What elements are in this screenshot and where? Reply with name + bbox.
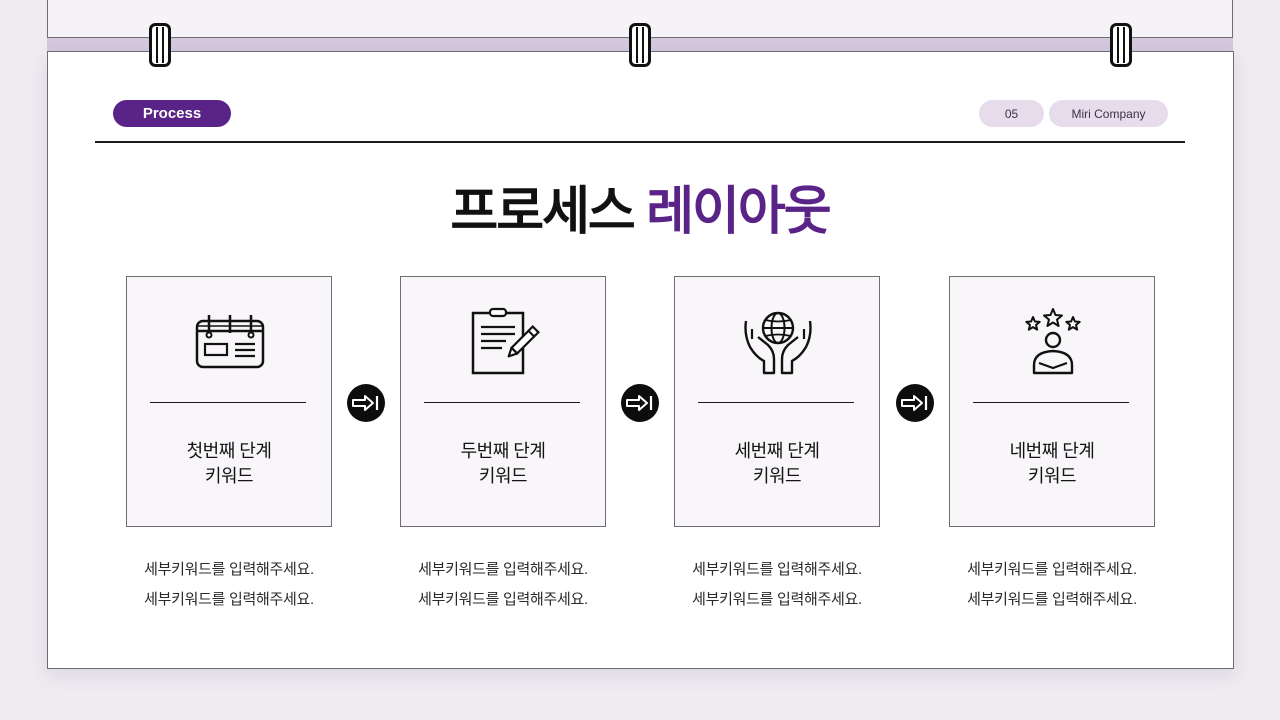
step-card-4: 네번째 단계 키워드: [949, 276, 1155, 527]
description-line: 세부키워드를 입력해주세요.: [692, 591, 862, 608]
binder-ring-icon: [1110, 23, 1132, 67]
step-title: 네번째 단계: [1009, 441, 1095, 461]
clipboard-pen-icon: [471, 307, 540, 375]
description-line: 세부키워드를 입력해주세요.: [692, 561, 862, 578]
description-line: 세부키워드를 입력해주세요.: [967, 561, 1137, 578]
step-card-2: 두번째 단계 키워드: [400, 276, 606, 527]
card-divider: [424, 402, 580, 403]
card-divider: [698, 402, 854, 403]
arrow-right-icon: [626, 395, 653, 411]
step-title: 두번째 단계: [460, 441, 546, 461]
step-keyword: 키워드: [204, 466, 254, 486]
header-divider: [95, 141, 1185, 143]
step-keyword: 키워드: [752, 466, 802, 486]
step-description-2: 세부키워드를 입력해주세요. 세부키워드를 입력해주세요.: [383, 555, 623, 615]
arrow-right-icon: [901, 395, 928, 411]
step-arrow-3: [896, 384, 934, 422]
step-description-3: 세부키워드를 입력해주세요. 세부키워드를 입력해주세요.: [657, 555, 897, 615]
step-label: 세번째 단계 키워드: [675, 439, 879, 489]
description-line: 세부키워드를 입력해주세요.: [967, 591, 1137, 608]
description-line: 세부키워드를 입력해주세요.: [418, 561, 588, 578]
step-keyword: 키워드: [1027, 466, 1077, 486]
card-divider: [973, 402, 1129, 403]
description-line: 세부키워드를 입력해주세요.: [144, 591, 314, 608]
step-label: 네번째 단계 키워드: [950, 439, 1154, 489]
step-title: 첫번째 단계: [186, 441, 272, 461]
step-keyword: 키워드: [478, 466, 528, 486]
title-part-accent: 레이아웃: [646, 183, 831, 241]
page-title: 프로세스 레이아웃: [0, 178, 1280, 246]
step-label: 두번째 단계 키워드: [401, 439, 605, 489]
company-badge: Miri Company: [1049, 100, 1168, 127]
binder-ring-icon: [629, 23, 651, 67]
step-description-4: 세부키워드를 입력해주세요. 세부키워드를 입력해주세요.: [932, 555, 1172, 615]
description-line: 세부키워드를 입력해주세요.: [418, 591, 588, 608]
step-title: 세번째 단계: [734, 441, 820, 461]
hands-globe-icon: [744, 311, 812, 375]
page-number-badge: 05: [979, 100, 1044, 127]
step-label: 첫번째 단계 키워드: [127, 439, 331, 489]
step-arrow-2: [621, 384, 659, 422]
binder-ring-icon: [149, 23, 171, 67]
section-badge: Process: [113, 100, 231, 127]
step-card-1: 첫번째 단계 키워드: [126, 276, 332, 527]
step-arrow-1: [347, 384, 385, 422]
step-description-1: 세부키워드를 입력해주세요. 세부키워드를 입력해주세요.: [109, 555, 349, 615]
step-card-3: 세번째 단계 키워드: [674, 276, 880, 527]
card-divider: [150, 402, 306, 403]
person-stars-icon: [1025, 308, 1081, 375]
arrow-right-icon: [352, 395, 379, 411]
description-line: 세부키워드를 입력해주세요.: [144, 561, 314, 578]
calendar-icon: [195, 315, 265, 369]
title-part-black: 프로세스: [450, 183, 635, 241]
